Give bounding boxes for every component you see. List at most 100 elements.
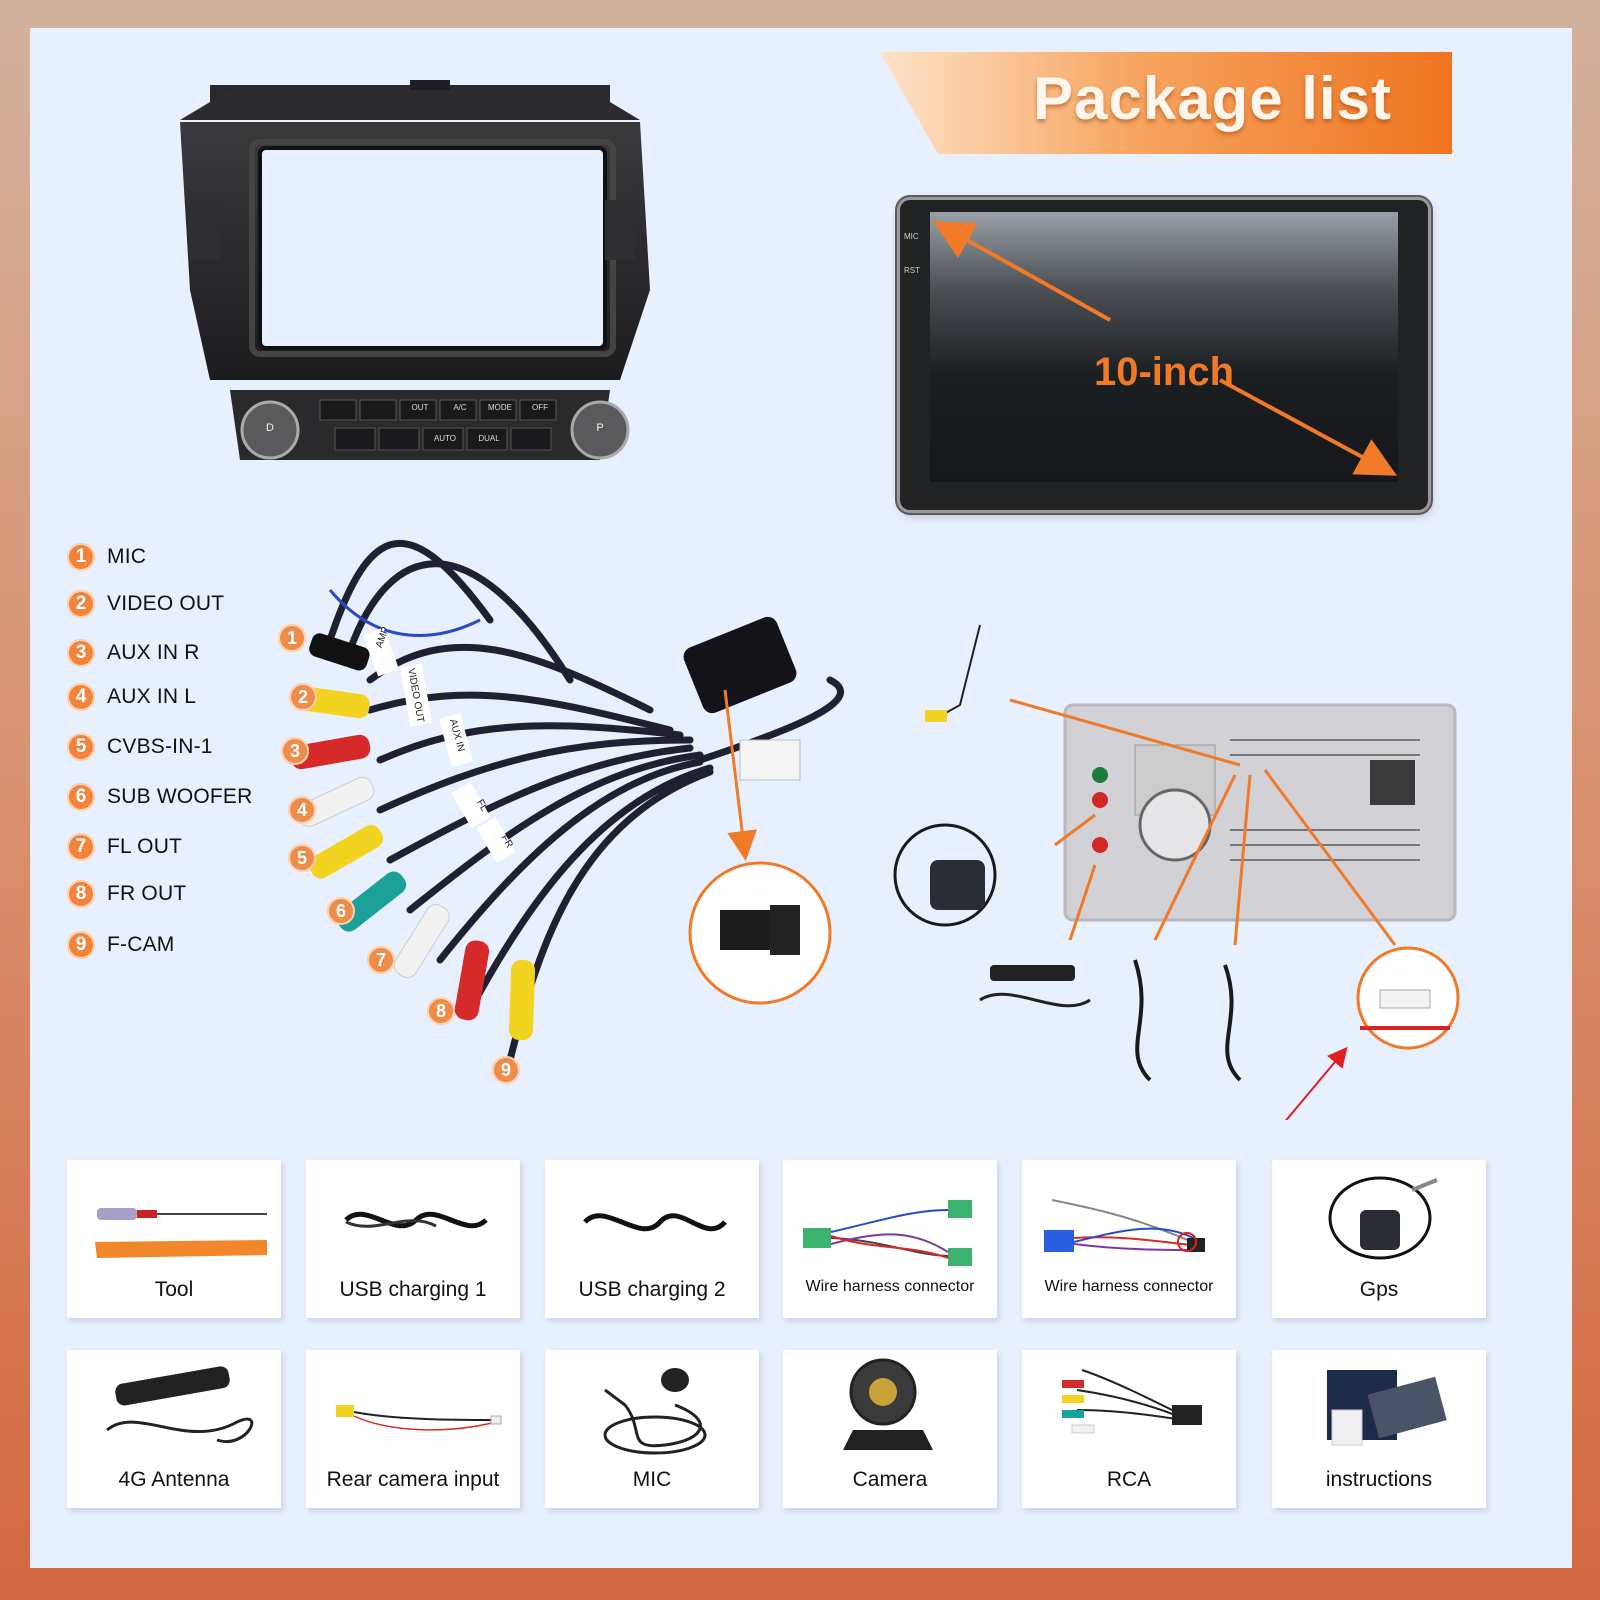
- card-rca: RCA: [1022, 1350, 1236, 1508]
- connection-diagram: [688, 624, 1460, 1120]
- climate-btn-label: [320, 403, 360, 419]
- card-camera: Camera: [783, 1350, 997, 1508]
- legend-number: 6: [67, 783, 95, 811]
- climate-row2: AUTO DUAL: [335, 434, 555, 450]
- wire-harness-icon: [1044, 1199, 1205, 1252]
- legend-label: AUX IN L: [107, 685, 197, 708]
- knob-right-label: P: [596, 422, 604, 434]
- card-label: Gps: [1359, 1278, 1399, 1301]
- legend-item-fl-out: 7 FL OUT: [67, 832, 182, 862]
- legend-item-fr-out: 8 FR OUT: [67, 879, 186, 909]
- camera-input-cable-icon: [336, 1405, 502, 1431]
- card-label: instructions: [1325, 1468, 1433, 1491]
- banner-title: Package list: [1033, 65, 1392, 132]
- wire-harness-icon: [803, 1200, 972, 1266]
- card-label: 4G Antenna: [118, 1468, 230, 1491]
- tool-image: [95, 1208, 267, 1258]
- card-4g-antenna: 4G Antenna: [67, 1350, 281, 1508]
- cable-badge-2: 2: [289, 683, 317, 711]
- climate-btn-auto: AUTO: [433, 434, 457, 443]
- legend-number: 7: [67, 833, 95, 861]
- climate-btn-label: [360, 403, 400, 419]
- antenna-icon: [106, 1366, 254, 1444]
- card-label: Camera: [852, 1468, 928, 1491]
- card-rear-camera-input: Rear camera input: [306, 1350, 520, 1508]
- legend-item-aux-in-r: 3 AUX IN R: [67, 638, 200, 668]
- legend-item-f-cam: 9 F-CAM: [67, 930, 175, 960]
- legend-number: 5: [67, 733, 95, 761]
- legend-item-sub-woofer: 6 SUB WOOFER: [67, 782, 253, 812]
- cable-badge-5: 5: [288, 844, 316, 872]
- head-unit-screen: MIC RST 10-inch: [900, 200, 1428, 510]
- banner-shape: [880, 52, 1452, 154]
- cable-badge-8: 8: [427, 997, 455, 1025]
- package-list-banner: Package list: [868, 52, 1452, 154]
- card-wire-harness-1: Wire harness connector: [783, 1160, 997, 1318]
- card-label: USB charging 2: [578, 1278, 726, 1301]
- card-tool: Tool: [67, 1160, 281, 1318]
- rca-cable-icon: [1062, 1369, 1202, 1434]
- legend-number: 1: [67, 543, 95, 571]
- legend-label: F-CAM: [107, 933, 175, 956]
- card-label: USB charging 1: [339, 1278, 487, 1301]
- legend-number: 4: [67, 683, 95, 711]
- usb-cable-icon: [344, 1211, 488, 1229]
- legend-label: VIDEO OUT: [107, 592, 225, 615]
- climate-row1: OUT A/C MODE OFF: [320, 403, 560, 419]
- dash-frame: OUT A/C MODE OFF AUTO DUAL D P: [150, 50, 670, 470]
- climate-btn-ac: A/C: [453, 403, 467, 412]
- legend-number: 8: [67, 880, 95, 908]
- usb-cable-icon: [583, 1213, 727, 1232]
- legend-label: SUB WOOFER: [107, 785, 253, 808]
- card-instructions: instructions: [1272, 1350, 1486, 1508]
- legend-label: MIC: [107, 545, 147, 568]
- screen-size-label: 10-inch: [1093, 350, 1235, 394]
- knob-left-label: D: [266, 422, 274, 434]
- card-label: RCA: [1106, 1468, 1152, 1491]
- screen-display: [930, 212, 1398, 482]
- card-label: Wire harness connector: [805, 1278, 975, 1295]
- instructions-booklet-icon: [1327, 1370, 1447, 1446]
- microphone-icon: [603, 1368, 707, 1455]
- camera-icon: [843, 1358, 933, 1450]
- card-usb-charging-2: USB charging 2: [545, 1160, 759, 1318]
- card-label: Wire harness connector: [1044, 1278, 1214, 1295]
- card-usb-charging-1: USB charging 1: [306, 1160, 520, 1318]
- climate-btn-dual: DUAL: [478, 434, 500, 443]
- legend-number: 2: [67, 590, 95, 618]
- climate-btn-off: OFF: [532, 403, 548, 412]
- climate-btn-out: OUT: [411, 403, 429, 412]
- climate-btn-mode: MODE: [488, 403, 512, 412]
- climate-btn-label: [379, 434, 423, 450]
- card-mic: MIC: [545, 1350, 759, 1508]
- card-gps: Gps: [1272, 1160, 1486, 1318]
- legend-label: AUX IN R: [107, 641, 200, 664]
- cable-badge-9: 9: [492, 1056, 520, 1084]
- cable-badge-7: 7: [367, 946, 395, 974]
- legend-label: FR OUT: [107, 882, 187, 905]
- legend-item-cvbs-in-1: 5 CVBS-IN-1: [67, 732, 213, 762]
- screen-rst-label: RST: [904, 266, 920, 275]
- legend-number: 3: [67, 639, 95, 667]
- screen-mic-label: MIC: [904, 232, 919, 241]
- legend-label: CVBS-IN-1: [107, 735, 213, 758]
- dash-frame-image: [180, 80, 650, 460]
- diagonal-arrows: [933, 221, 1398, 476]
- cable-badge-3: 3: [281, 737, 309, 765]
- gps-antenna-icon: [1328, 1176, 1438, 1260]
- cable-badge-6: 6: [327, 897, 355, 925]
- climate-btn-label: [511, 434, 555, 450]
- card-label: Rear camera input: [326, 1468, 500, 1491]
- rca-cable-illustration: [289, 540, 844, 1064]
- card-label: Tool: [154, 1278, 194, 1301]
- legend-item-aux-in-l: 4 AUX IN L: [67, 682, 196, 712]
- legend-number: 9: [67, 931, 95, 959]
- card-wire-harness-2: Wire harness connector: [1022, 1160, 1236, 1318]
- legend-item-mic: 1 MIC: [67, 542, 146, 572]
- legend-label: FL OUT: [107, 835, 183, 858]
- legend-item-video-out: 2 VIDEO OUT: [67, 589, 224, 619]
- cable-badge-1: 1: [278, 624, 306, 652]
- cable-badge-4: 4: [288, 796, 316, 824]
- climate-btn-label: [335, 434, 379, 450]
- card-label: MIC: [632, 1468, 672, 1491]
